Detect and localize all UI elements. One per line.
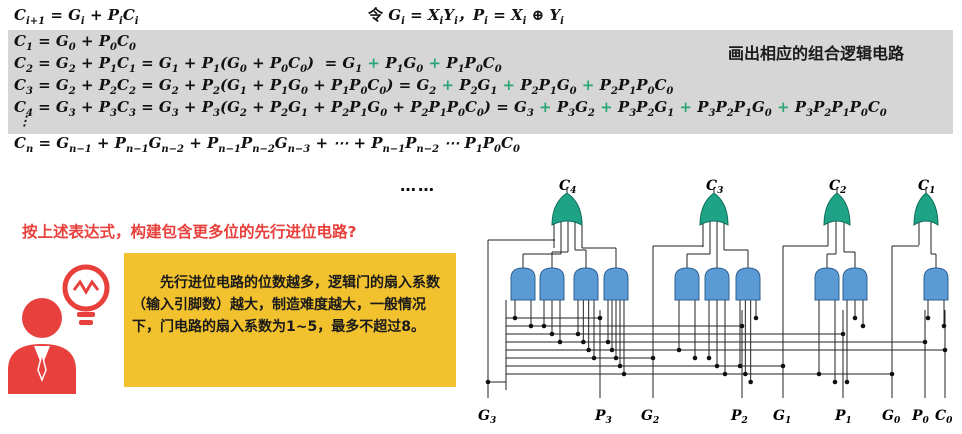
junction-dot [832, 379, 838, 385]
input-label-g1: G1 [773, 408, 791, 426]
equation-band [8, 30, 953, 134]
junction-dot [852, 315, 858, 321]
or-gate [699, 192, 729, 226]
junction-dot [941, 323, 947, 329]
or-gate [913, 192, 939, 226]
junction-dot [844, 379, 850, 385]
definition-body: Gi = XiYi，Pi = Xi ⊕ Yi [388, 6, 564, 27]
junction-dot [650, 355, 656, 361]
and-gate [510, 267, 536, 301]
draw-circuit-title: 画出相应的组合逻辑电路 [728, 44, 905, 63]
note-box [124, 253, 456, 387]
input-label-g3: G3 [478, 408, 496, 426]
junction-dot [816, 371, 822, 377]
and-gate [704, 267, 730, 301]
ellipsis: …… [400, 176, 436, 195]
equation-cn: Cn = Gn−1 + Pn−1Gn−2 + Pn−1Pn−2Gn−3 + ⋯ … [14, 134, 520, 155]
lightbulb-icon [62, 264, 110, 325]
junction-dot [621, 371, 627, 377]
input-label-p0: P0 [911, 408, 930, 426]
junction-dot [780, 363, 786, 369]
input-label-p1: P1 [834, 408, 852, 426]
junction-dot [557, 339, 563, 345]
junction-dot [613, 355, 619, 361]
and-gate [923, 267, 949, 301]
and-gate [674, 267, 700, 301]
carry-recurrence-equation: Ci+1 = Gi + PiCi [14, 6, 139, 27]
output-label-c3: C3 [706, 178, 723, 196]
junction-dot [692, 355, 698, 361]
question-text: 按上述表达式，构建包含更多位的先行进位电路? [22, 223, 357, 241]
input-label-g0: G0 [882, 408, 901, 426]
junction-dot [753, 315, 759, 321]
junction-dot [609, 347, 615, 353]
equation-c1: C1 = G0 + P0C0 [14, 32, 136, 53]
junction-dot [597, 315, 603, 321]
junction-dot [748, 379, 753, 385]
or-gate [551, 192, 583, 226]
equation-c2: C2 = G2 + P1C1 = G1 + P1(G0 + P0C0) = G1… [14, 54, 502, 75]
person-lightbulb-illustration [8, 264, 110, 394]
output-label-c2: C2 [829, 178, 846, 196]
junction-dot [617, 363, 623, 369]
junction-dot [591, 355, 597, 361]
equation-c4: C4 = G3 + P3C3 = G3 + P3(G2 + P2G1 + P2P… [14, 98, 887, 119]
junction-dot [925, 315, 931, 321]
input-label-c0: C0 [935, 408, 953, 426]
junction-dot [706, 355, 712, 361]
gp-definition: 令 Gi = XiYi，Pi = Xi ⊕ Yi [368, 6, 564, 31]
and-gate [842, 267, 868, 301]
junction-dot [581, 339, 586, 345]
and-gate [603, 267, 629, 301]
junction-dot [860, 323, 866, 329]
and-gate [814, 267, 840, 301]
definition-prefix: 令 [368, 6, 384, 24]
junction-dot [737, 363, 743, 369]
junction-dot [942, 347, 948, 353]
junction-dot [739, 323, 745, 329]
note-text: 先行进位电路的位数越多，逻辑门的扇入系数（输入引脚数）越大，制造难度越大，一般情… [132, 275, 440, 335]
junction-dot [528, 323, 534, 329]
junction-dot [485, 379, 491, 385]
person-icon [8, 298, 76, 394]
junction-dot [605, 339, 611, 345]
junction-dot [549, 331, 555, 337]
junction-dot [714, 363, 720, 369]
junction-dot [676, 347, 682, 353]
equation-vdots: ⋮ [18, 114, 31, 129]
junction-dot [575, 331, 581, 337]
or-gate [823, 192, 851, 226]
junction-dot [541, 323, 547, 329]
and-gate [573, 267, 599, 301]
junction-dot [743, 371, 748, 377]
junction-dot [586, 347, 591, 353]
equation-c3: C3 = G2 + P2C2 = G2 + P2(G1 + P1G0 + P1P… [14, 76, 674, 97]
junction-dot [722, 371, 728, 377]
input-label-p3: P3 [594, 408, 612, 426]
junction-dot [840, 331, 846, 337]
and-gate [539, 267, 565, 301]
junction-dot [512, 315, 518, 321]
junction-dot [889, 371, 895, 377]
junction-dot [922, 339, 928, 345]
input-label-p2: P2 [730, 408, 748, 426]
input-label-g2: G2 [641, 408, 659, 426]
and-gate [735, 267, 761, 301]
output-label-c4: C4 [559, 178, 576, 196]
output-label-c1: C1 [918, 178, 935, 196]
